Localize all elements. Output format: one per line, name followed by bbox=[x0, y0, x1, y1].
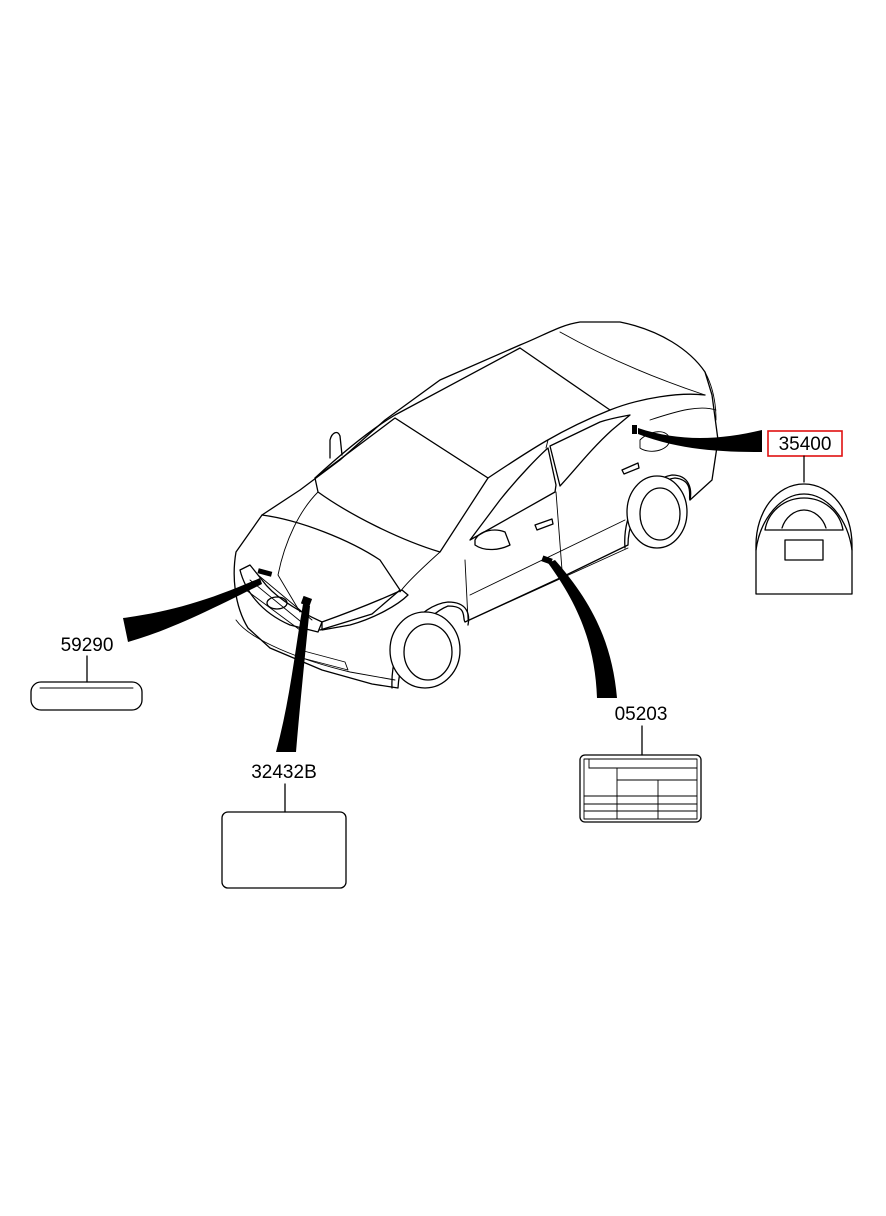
part-35400: 35400 bbox=[755, 430, 853, 595]
part-label-35400[interactable]: 35400 bbox=[779, 434, 832, 455]
part-label-32432B[interactable]: 32432B bbox=[251, 762, 317, 783]
part-label-59290[interactable]: 59290 bbox=[61, 635, 114, 656]
label-location-59290 bbox=[257, 568, 273, 577]
part-05203: 05203 bbox=[579, 704, 702, 823]
leader-lines bbox=[123, 425, 762, 752]
part-35400-label-shape bbox=[755, 483, 853, 595]
leader-32432B bbox=[276, 604, 310, 752]
part-59290: 59290 bbox=[30, 635, 143, 711]
label-location-32432B bbox=[300, 595, 313, 607]
part-05203-label-shape bbox=[579, 754, 702, 823]
leader-59290 bbox=[123, 578, 262, 642]
part-label-05203[interactable]: 05203 bbox=[615, 704, 668, 725]
highlight-box-35400 bbox=[767, 430, 843, 457]
leader-05203 bbox=[548, 560, 617, 698]
car-illustration bbox=[233, 321, 719, 689]
part-32432B: 32432B bbox=[221, 762, 347, 889]
leader-35400 bbox=[638, 428, 762, 452]
part-32432B-label-shape bbox=[221, 811, 347, 889]
label-location-35400 bbox=[632, 425, 637, 434]
part-59290-label-shape bbox=[30, 681, 143, 711]
